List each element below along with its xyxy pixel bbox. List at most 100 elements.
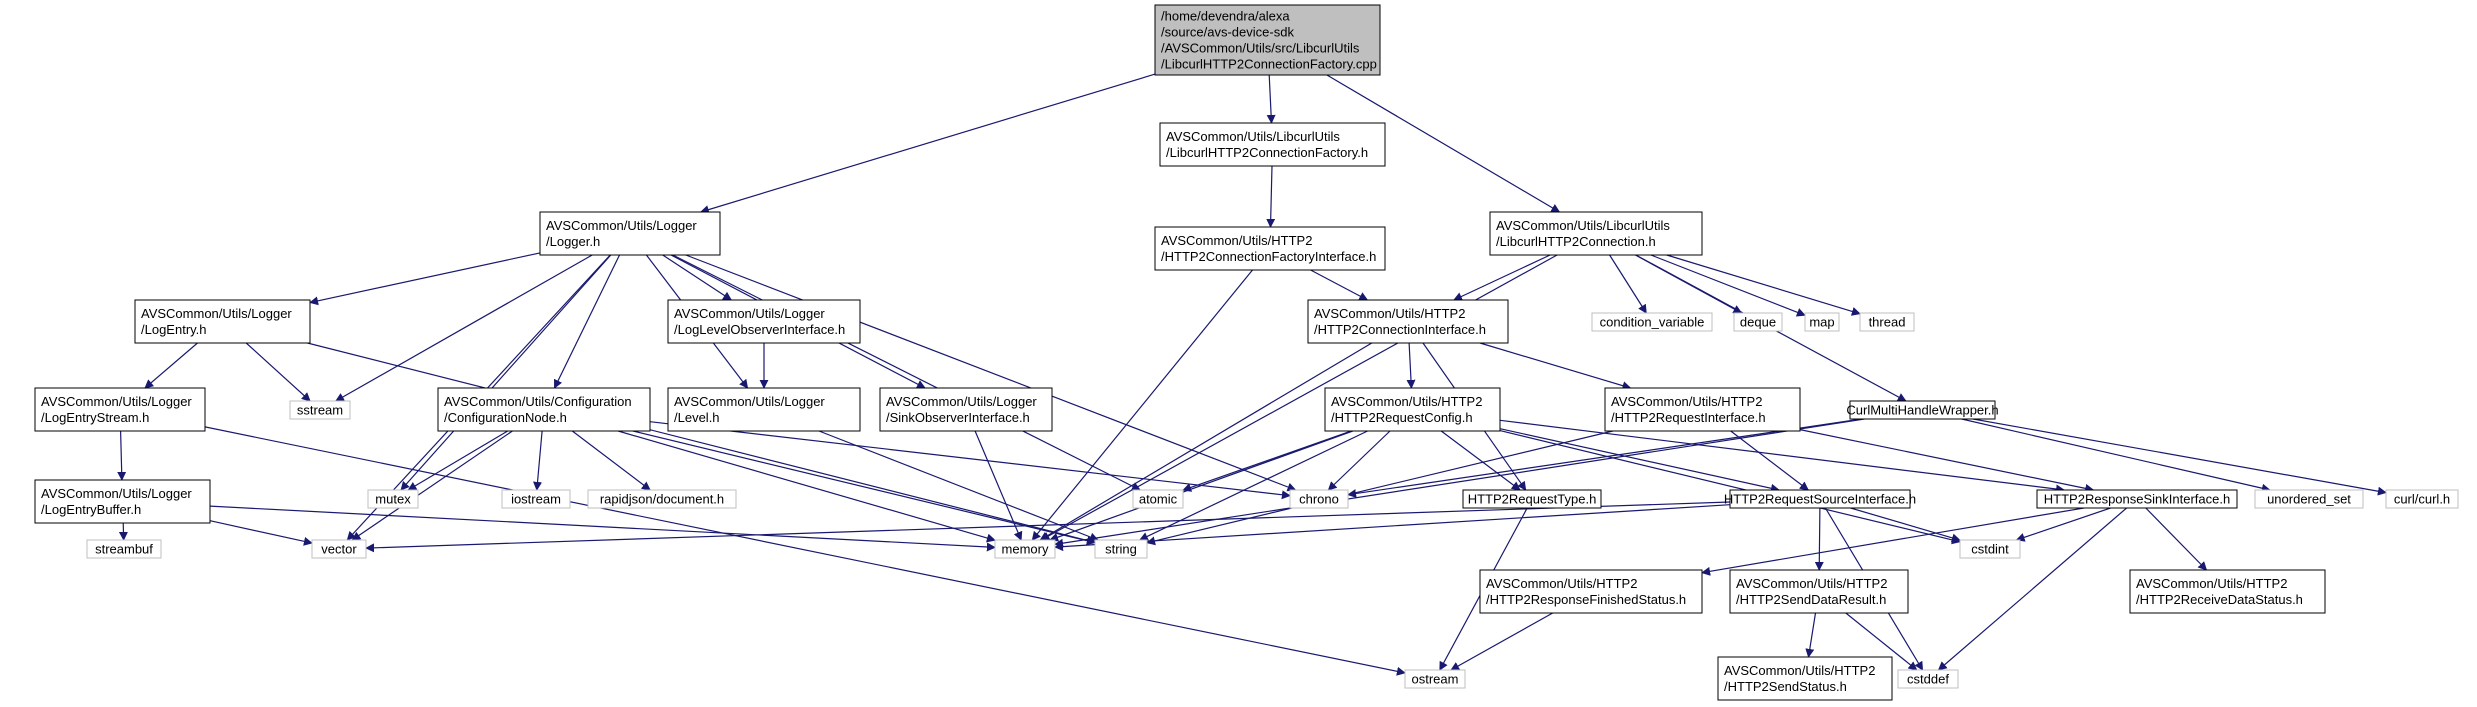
node-label-line: AVSCommon/Utils/HTTP2 xyxy=(1161,233,1312,248)
node-label-line: /HTTP2ConnectionInterface.h xyxy=(1314,322,1486,337)
node-logentry_h[interactable]: AVSCommon/Utils/Logger/LogEntry.h xyxy=(134,299,311,344)
node-label-line: map xyxy=(1809,315,1834,330)
node-label-line: AVSCommon/Utils/HTTP2 xyxy=(1724,663,1875,678)
node-h2rsink_h[interactable]: HTTP2ResponseSinkInterface.h xyxy=(2036,489,2238,509)
node-lestream_h[interactable]: AVSCommon/Utils/Logger/LogEntryStream.h xyxy=(34,387,206,432)
edge-root-to-lhc_h xyxy=(1326,74,1561,213)
node-h2rc_h[interactable]: AVSCommon/Utils/HTTP2/HTTP2RequestConfig… xyxy=(1324,387,1501,432)
node-label-line: AVSCommon/Utils/HTTP2 xyxy=(1611,394,1762,409)
node-cmhw_h[interactable]: CurlMultiHandleWrapper.h xyxy=(1846,400,1999,420)
node-h2ri_h[interactable]: AVSCommon/Utils/HTTP2/HTTP2RequestInterf… xyxy=(1604,387,1801,432)
node-cstdint[interactable]: cstdint xyxy=(1959,539,2021,559)
edge-lhcf_h-to-h2cfi_h xyxy=(1266,165,1276,228)
edge-h2ri_h-to-string xyxy=(1146,430,1614,546)
node-cstddef[interactable]: cstddef xyxy=(1897,669,1959,689)
edge-cmhw_h-to-unordered_set xyxy=(1961,418,2271,493)
node-h2rtype_h[interactable]: HTTP2RequestType.h xyxy=(1462,489,1602,509)
edge-h2rfs_h-to-ostream xyxy=(1450,612,1553,671)
node-llobs_h[interactable]: AVSCommon/Utils/Logger/LogLevelObserverI… xyxy=(667,299,861,344)
node-mutex[interactable]: mutex xyxy=(367,489,419,509)
edge-lebuf_h-to-memory xyxy=(209,505,996,552)
node-unordered_set[interactable]: unordered_set xyxy=(2254,489,2364,509)
node-lebuf_h[interactable]: AVSCommon/Utils/Logger/LogEntryBuffer.h xyxy=(34,479,211,524)
edge-h2rsink_h-to-h2rfs_h xyxy=(1701,507,2085,576)
node-box xyxy=(1404,669,1466,689)
node-h2rds_h[interactable]: AVSCommon/Utils/HTTP2/HTTP2ReceiveDataSt… xyxy=(2129,569,2326,614)
edge-h2rsrc_h-to-h2sdr_h xyxy=(1814,507,1824,571)
node-label-line: /LogEntryStream.h xyxy=(41,410,149,425)
node-label-line: string xyxy=(1105,542,1137,557)
edge-logger_h-to-sstream xyxy=(335,254,593,402)
node-deque[interactable]: deque xyxy=(1733,312,1783,332)
node-label-line: AVSCommon/Utils/HTTP2 xyxy=(1486,576,1637,591)
edge-logentry_h-to-lestream_h xyxy=(144,342,198,389)
node-string[interactable]: string xyxy=(1094,539,1148,559)
node-lhcf_h[interactable]: AVSCommon/Utils/LibcurlUtils/LibcurlHTTP… xyxy=(1159,122,1386,167)
node-label-line: AVSCommon/Utils/HTTP2 xyxy=(1314,306,1465,321)
node-label-line: AVSCommon/Utils/LibcurlUtils xyxy=(1496,218,1670,233)
node-ostream[interactable]: ostream xyxy=(1404,669,1466,689)
node-label-line: thread xyxy=(1869,315,1906,330)
node-lhc_h[interactable]: AVSCommon/Utils/LibcurlUtils/LibcurlHTTP… xyxy=(1489,211,1703,256)
edge-lhc_h-to-thread xyxy=(1666,254,1861,316)
node-box xyxy=(667,387,861,432)
node-label-line: condition_variable xyxy=(1600,315,1705,330)
node-box xyxy=(2385,489,2459,509)
node-box xyxy=(1729,489,1911,509)
node-confnode_h[interactable]: AVSCommon/Utils/Configuration/Configurat… xyxy=(437,387,651,432)
edge-h2ri_h-to-h2rsrc_h xyxy=(1730,430,1809,491)
node-memory[interactable]: memory xyxy=(994,539,1056,559)
node-box xyxy=(587,489,737,509)
node-curl_h[interactable]: curl/curl.h xyxy=(2385,489,2459,509)
node-label-line: /LibcurlHTTP2Connection.h xyxy=(1496,234,1656,249)
node-h2ss_h[interactable]: AVSCommon/Utils/HTTP2/HTTP2SendStatus.h xyxy=(1717,656,1893,701)
node-thread[interactable]: thread xyxy=(1859,312,1915,332)
edge-h2rc_h-to-string xyxy=(1138,430,1368,541)
node-label-line: AVSCommon/Utils/Logger xyxy=(546,218,697,233)
node-box xyxy=(134,299,311,344)
node-box xyxy=(1324,387,1501,432)
node-logger_h[interactable]: AVSCommon/Utils/Logger/Logger.h xyxy=(539,211,721,256)
node-box xyxy=(2129,569,2326,614)
node-root[interactable]: /home/devendra/alexa/source/avs-device-s… xyxy=(1154,4,1381,76)
node-condvar[interactable]: condition_variable xyxy=(1591,312,1713,332)
edge-lestream_h-to-ostream xyxy=(204,426,1406,676)
node-vector[interactable]: vector xyxy=(311,539,367,559)
node-rapidjson[interactable]: rapidjson/document.h xyxy=(587,489,737,509)
node-sstream[interactable]: sstream xyxy=(289,400,351,420)
edge-lebuf_h-to-streambuf xyxy=(118,522,128,541)
node-label-line: AVSCommon/Utils/HTTP2 xyxy=(1331,394,1482,409)
edge-h2cfi_h-to-memory xyxy=(1031,269,1253,541)
node-label-line: /LibcurlHTTP2ConnectionFactory.cpp xyxy=(1161,57,1377,72)
node-chrono[interactable]: chrono xyxy=(1289,489,1349,509)
node-box xyxy=(879,387,1053,432)
node-streambuf[interactable]: streambuf xyxy=(86,539,162,559)
node-label-line: /HTTP2SendDataResult.h xyxy=(1736,592,1886,607)
edge-h2cfi_h-to-h2ci_h xyxy=(1310,269,1369,301)
node-h2rsrc_h[interactable]: HTTP2RequestSourceInterface.h xyxy=(1724,489,1916,509)
node-label-line: rapidjson/document.h xyxy=(600,492,724,507)
node-map[interactable]: map xyxy=(1804,312,1840,332)
node-box xyxy=(311,539,367,559)
node-h2sdr_h[interactable]: AVSCommon/Utils/HTTP2/HTTP2SendDataResul… xyxy=(1729,569,1909,614)
node-h2cfi_h[interactable]: AVSCommon/Utils/HTTP2/HTTP2ConnectionFac… xyxy=(1154,226,1386,271)
node-box xyxy=(1132,489,1184,509)
node-level_h[interactable]: AVSCommon/Utils/Logger/Level.h xyxy=(667,387,861,432)
node-label-line: AVSCommon/Utils/Logger xyxy=(886,394,1037,409)
node-box xyxy=(1733,312,1783,332)
node-iostream[interactable]: iostream xyxy=(501,489,571,509)
node-label-line: AVSCommon/Utils/Logger xyxy=(41,486,192,501)
node-label-line: /LogEntryBuffer.h xyxy=(41,502,141,517)
node-sinkobs_h[interactable]: AVSCommon/Utils/Logger/SinkObserverInter… xyxy=(879,387,1053,432)
node-box xyxy=(1717,656,1893,701)
node-atomic[interactable]: atomic xyxy=(1132,489,1184,509)
node-h2ci_h[interactable]: AVSCommon/Utils/HTTP2/HTTP2ConnectionInt… xyxy=(1307,299,1509,344)
node-label-line: AVSCommon/Utils/LibcurlUtils xyxy=(1166,129,1340,144)
node-label-line: cstddef xyxy=(1907,672,1949,687)
node-h2rfs_h[interactable]: AVSCommon/Utils/HTTP2/HTTP2ResponseFinis… xyxy=(1479,569,1703,614)
edge-logentry_h-to-sstream xyxy=(245,342,311,402)
node-label-line: /HTTP2SendStatus.h xyxy=(1724,679,1847,694)
node-box xyxy=(34,479,211,524)
node-label-line: unordered_set xyxy=(2267,492,2351,507)
